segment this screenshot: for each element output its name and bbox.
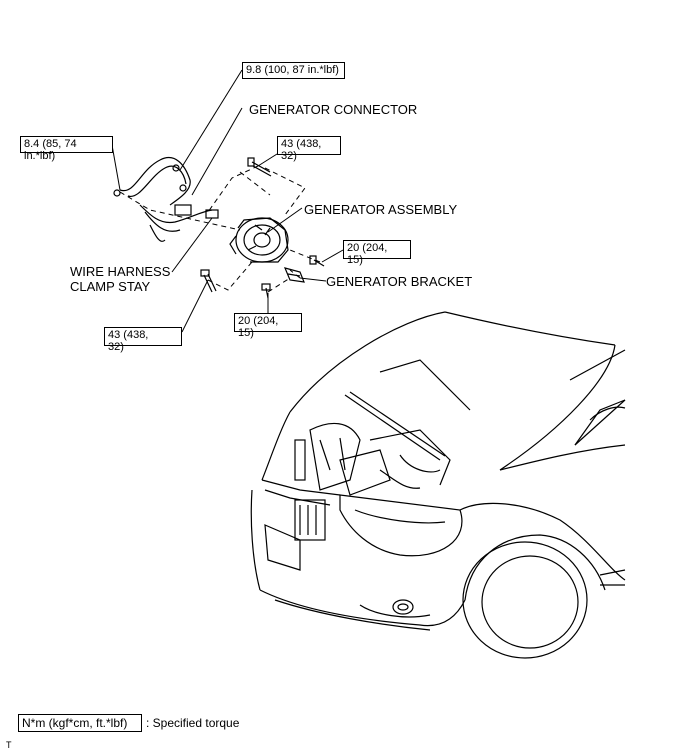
leader-torque-43-bottom (181, 279, 209, 333)
torque-box-20-bottom: 20 (204, 15) (234, 313, 302, 339)
torque-box-43-top: 43 (438, 32) (277, 136, 341, 162)
label-wire-harness-line1: WIRE HARNESS (70, 264, 171, 279)
legend-description: : Specified torque (146, 716, 240, 730)
label-generator-connector: GENERATOR CONNECTOR (249, 102, 418, 117)
label-generator-bracket: GENERATOR BRACKET (326, 274, 473, 289)
leader-torque-43-top (257, 153, 278, 167)
vehicle-drawing (250, 311, 626, 659)
torque-value-8-4: 8.4 (85, 74 in.*lbf) (24, 138, 77, 162)
torque-value-20-right-line1: 20 (204, (347, 242, 388, 254)
torque-box-20-right: 20 (204, 15) (343, 240, 411, 266)
label-wire-harness-line2: CLAMP STAY (70, 279, 151, 294)
torque-value-43-top-line2: 32) (281, 150, 297, 162)
bolt-drawings (113, 157, 325, 299)
torque-box-9-8: 9.8 (100, 87 in.*lbf) (242, 62, 345, 79)
torque-value-43-bottom-line1: 43 (438, (108, 329, 149, 341)
torque-value-43-top-line1: 43 (438, (281, 138, 322, 150)
leader-torque-9-8 (179, 69, 243, 171)
torque-value-43-bottom-line2: 32) (108, 341, 124, 353)
leader-generator-bracket (299, 277, 327, 282)
leader-wire-harness (171, 217, 213, 273)
torque-value-20-bottom-line2: 15) (238, 327, 254, 339)
torque-value-20-right-line2: 15) (347, 254, 363, 266)
label-generator-assembly: GENERATOR ASSEMBLY (304, 202, 458, 217)
bracket-drawing (283, 267, 305, 283)
torque-box-43-bottom: 43 (438, 32) (104, 327, 182, 353)
torque-box-8-4: 8.4 (85, 74 in.*lbf) (20, 136, 113, 162)
generator-drawing (229, 217, 289, 263)
torque-value-9-8: 9.8 (100, 87 in.*lbf) (246, 64, 339, 76)
torque-value-20-bottom-line1: 20 (204, (238, 315, 279, 327)
leader-generator-connector (191, 107, 243, 196)
corner-mark: T (6, 740, 12, 750)
wire-harness-drawing (119, 157, 219, 242)
leader-torque-20-right (321, 249, 344, 263)
legend-unit: N*m (kgf*cm, ft.*lbf) (22, 716, 128, 730)
legend-unit-box: N*m (kgf*cm, ft.*lbf) (18, 714, 142, 732)
leader-torque-8-4 (111, 144, 121, 191)
